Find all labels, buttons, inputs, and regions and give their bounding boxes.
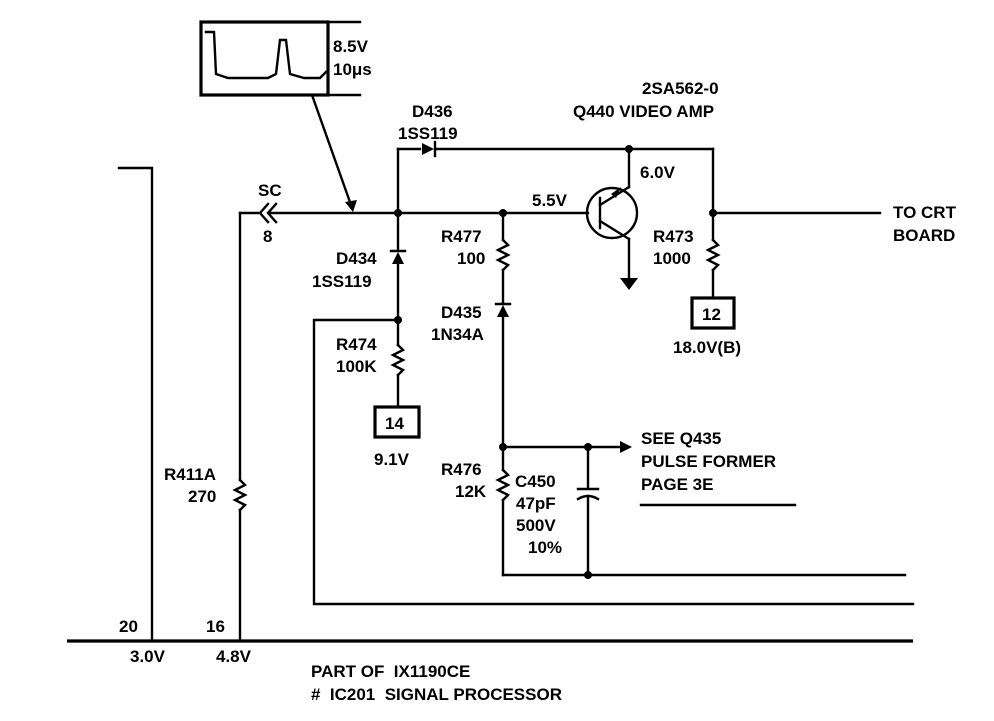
pin14-voltage: 9.1V	[374, 450, 410, 469]
d435-part: 1N34A	[431, 325, 484, 344]
pin12-number: 12	[702, 305, 721, 324]
r477-value: 100	[457, 249, 485, 268]
waveform-pointer	[310, 93, 353, 207]
waveform-volts: 8.5V	[333, 37, 369, 56]
r473-value: 1000	[653, 249, 691, 268]
r473-ref: R473	[653, 227, 694, 246]
ic-label-line1: PART OF IX1190CE	[311, 662, 470, 681]
ic-pin16: 16	[206, 617, 225, 636]
see-note-line3: PAGE 3E	[641, 475, 713, 494]
r474-value: 100K	[336, 357, 377, 376]
arrow-see-q435	[620, 441, 632, 453]
d436-ref: D436	[412, 102, 453, 121]
connector-name: SC	[258, 181, 282, 200]
ic-pin20-voltage: 3.0V	[130, 647, 166, 666]
diode-d435	[494, 302, 512, 317]
emitter-voltage: 6.0V	[640, 163, 676, 182]
diode-d436	[422, 140, 437, 158]
base-voltage: 5.5V	[532, 191, 568, 210]
r476-value: 12K	[455, 482, 487, 501]
resistor-r473	[705, 238, 721, 272]
see-note-line1: SEE Q435	[641, 429, 721, 448]
waveform-time: 10μs	[333, 60, 372, 79]
pin14-box	[373, 405, 421, 439]
transistor-part: 2SA562-0	[642, 79, 719, 98]
ic-label-line2: # IC201 SIGNAL PROCESSOR	[311, 685, 562, 704]
waveform-pointer-arrow	[345, 200, 357, 212]
waveform-trace	[204, 30, 328, 80]
pin12-box	[690, 296, 736, 330]
diode-d434	[389, 249, 407, 264]
wire-left-feedback	[312, 318, 915, 606]
junction-c450-bottom	[584, 571, 592, 579]
waveform-frame	[199, 20, 330, 97]
connector-sc	[258, 202, 278, 224]
resistor-r477	[495, 238, 511, 272]
resistor-r476	[495, 468, 511, 502]
r477-ref: R477	[441, 227, 482, 246]
c450-tolerance: 10%	[528, 538, 562, 557]
resistor-r474	[390, 343, 406, 377]
transistor-name: Q440 VIDEO AMP	[573, 102, 714, 121]
see-note-line2: PULSE FORMER	[641, 452, 776, 471]
connector-pin: 8	[263, 227, 272, 246]
c450-value: 47pF	[516, 494, 556, 513]
resistor-r411a	[232, 478, 248, 512]
c450-voltage: 500V	[516, 516, 556, 535]
d435-ref: D435	[441, 303, 482, 322]
transistor-q440	[585, 147, 639, 290]
to-crt-line1: TO CRT	[893, 203, 957, 222]
d434-ref: D434	[336, 249, 377, 268]
waveform-inset: 8.5V 10μs	[199, 20, 372, 97]
c450-ref: C450	[515, 472, 556, 491]
r411a-value: 270	[188, 487, 216, 506]
d436-part: 1SS119	[398, 124, 458, 143]
ic-pin20: 20	[119, 617, 138, 636]
r474-ref: R474	[336, 335, 377, 354]
r476-ref: R476	[441, 460, 482, 479]
pin12-voltage: 18.0V(B)	[673, 338, 741, 357]
d434-part: 1SS119	[312, 272, 372, 291]
ic-pin16-voltage: 4.8V	[216, 647, 252, 666]
r411a-ref: R411A	[164, 465, 216, 484]
to-crt-line2: BOARD	[893, 226, 955, 245]
wire-pin20	[117, 166, 154, 643]
pin14-number: 14	[385, 414, 404, 433]
